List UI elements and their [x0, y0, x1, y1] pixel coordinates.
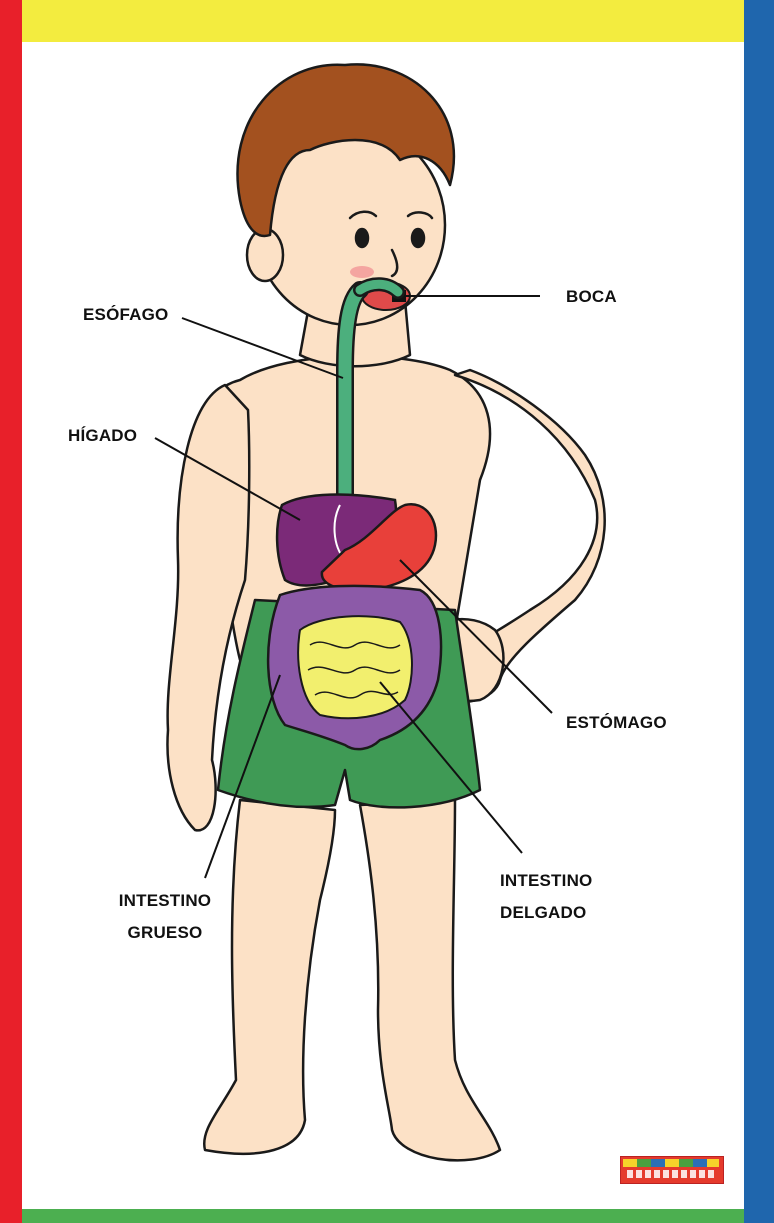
label-intestino-delgado-line2: DELGADO — [500, 902, 586, 924]
label-estomago: ESTÓMAGO — [566, 712, 667, 734]
logo-stripe-bottom — [627, 1170, 715, 1178]
cheek — [350, 266, 374, 278]
left-eye — [356, 229, 368, 247]
right-eye — [412, 229, 424, 247]
label-intestino-grueso-line2: GRUESO — [110, 922, 220, 944]
left-leg — [204, 800, 335, 1154]
label-intestino-delgado-line1: INTESTINO — [500, 870, 592, 892]
label-higado: HÍGADO — [68, 425, 137, 447]
right-leg — [360, 800, 500, 1160]
logo-stripe-top — [623, 1159, 719, 1167]
label-intestino-grueso-line1: INTESTINO — [110, 890, 220, 912]
publisher-logo — [620, 1156, 724, 1184]
label-esofago: ESÓFAGO — [83, 304, 168, 326]
label-boca: BOCA — [566, 286, 617, 308]
